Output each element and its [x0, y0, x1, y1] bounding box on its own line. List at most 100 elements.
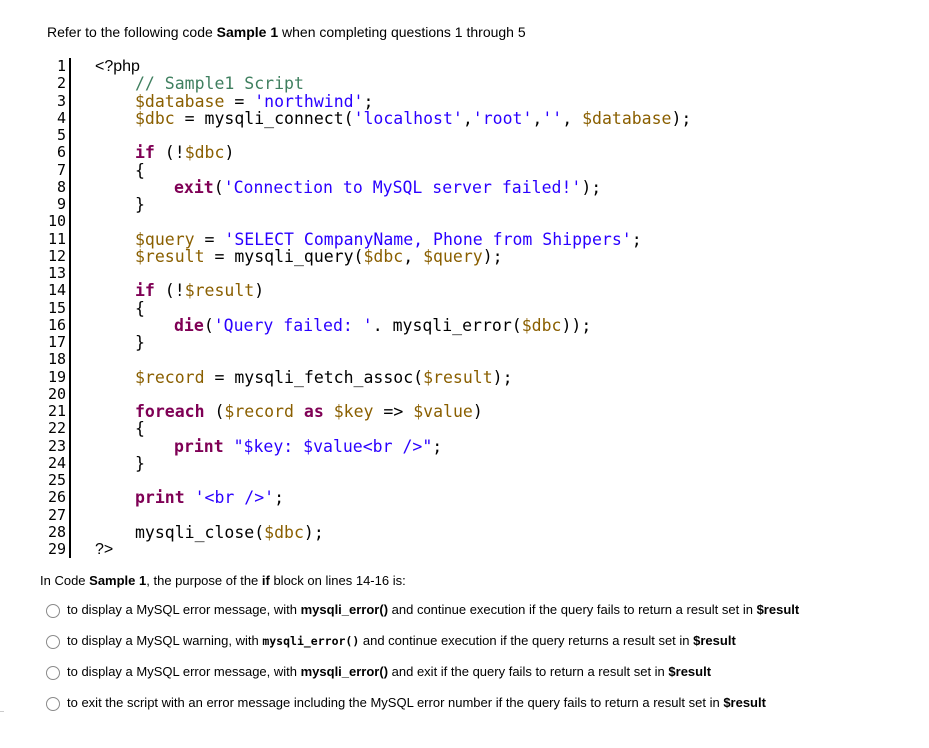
- line-number: 24: [47, 453, 66, 472]
- line-number: 5: [56, 126, 66, 144]
- line-number: 25: [47, 471, 66, 489]
- code-comment: // Sample1 Script: [135, 74, 304, 94]
- code-text: );: [671, 108, 692, 128]
- line-number: 9: [56, 195, 66, 213]
- code-var: $dbc: [521, 315, 562, 335]
- line-number: 22: [47, 419, 66, 438]
- line-number: 12: [47, 246, 66, 265]
- answer-option-2[interactable]: to display a MySQL warning, with mysqli_…: [46, 633, 799, 664]
- question-bold-2: if: [261, 573, 270, 588]
- answer-option-3[interactable]: to display a MySQL error message, with m…: [46, 664, 799, 695]
- radio-button[interactable]: [46, 666, 60, 680]
- code-var: $database: [582, 108, 672, 128]
- intro-post: when completing questions 1 through 5: [278, 24, 526, 40]
- code-text: = mysqli_fetch_assoc(: [204, 367, 424, 387]
- code-text: =>: [373, 402, 414, 421]
- option-bold: mysqli_error(): [300, 602, 389, 617]
- code-text: =: [194, 229, 225, 249]
- option-bold: $result: [693, 633, 736, 648]
- option-label: to display a MySQL error message, with m…: [67, 664, 711, 680]
- code-var: $query: [423, 246, 483, 266]
- line-number: 28: [47, 522, 66, 541]
- option-bold: $result: [723, 695, 766, 710]
- question-bold-1: Sample 1: [89, 573, 147, 588]
- code-var: $result: [423, 367, 493, 387]
- radio-button[interactable]: [46, 635, 60, 649]
- line-number: 8: [56, 177, 66, 196]
- code-var: $key: [333, 402, 374, 421]
- radio-button[interactable]: [46, 697, 60, 711]
- code-text: =: [224, 91, 255, 111]
- line-number: 13: [47, 264, 66, 282]
- line-number: 16: [47, 315, 66, 334]
- code-text: );: [492, 367, 513, 387]
- code-keyword: if: [135, 143, 155, 163]
- intro-bold: Sample 1: [216, 24, 279, 40]
- option-text: to display a MySQL error message, with: [67, 602, 301, 617]
- option-bold: $result: [668, 664, 712, 679]
- code-text: ?>: [95, 541, 114, 558]
- code-var: $result: [184, 281, 255, 301]
- option-text: to display a MySQL warning, with: [67, 633, 263, 648]
- radio-button[interactable]: [46, 604, 60, 618]
- line-number: 27: [47, 505, 66, 524]
- question-post: block on lines 14-16 is:: [269, 573, 406, 588]
- question-text: In Code Sample 1, the purpose of the if …: [40, 573, 406, 588]
- code-keyword: exit: [174, 177, 214, 197]
- code-keyword: if: [135, 281, 155, 301]
- code-keyword: die: [174, 315, 204, 335]
- code-text: ,: [562, 108, 583, 128]
- option-text: and continue execution if the query retu…: [359, 633, 694, 648]
- code-text: = mysqli_query(: [204, 246, 364, 266]
- code-text: ;: [432, 436, 443, 456]
- code-text: {: [135, 298, 145, 318]
- code-keyword: as: [293, 402, 334, 421]
- line-number: 26: [47, 488, 66, 507]
- line-number: 2: [56, 74, 66, 93]
- code-var: $database: [135, 91, 225, 111]
- line-number: 6: [56, 143, 66, 162]
- code-keyword: foreach: [135, 402, 205, 421]
- code-var: $dbc: [135, 108, 175, 128]
- question-mid: , the purpose of the: [146, 573, 262, 588]
- line-number: 18: [47, 350, 66, 369]
- line-number: 23: [47, 436, 66, 455]
- option-text: to display a MySQL error message, with: [67, 664, 301, 679]
- line-number: 15: [47, 298, 66, 317]
- answer-option-1[interactable]: to display a MySQL error message, with m…: [46, 602, 799, 633]
- code-text: );: [581, 177, 602, 197]
- code-string: 'localhost': [353, 108, 463, 128]
- code-text: ));: [561, 315, 592, 335]
- line-number: 11: [47, 229, 66, 248]
- line-number: 1: [56, 57, 66, 75]
- option-bold: mysqli_error(): [300, 664, 389, 679]
- code-string: 'SELECT CompanyName, Phone from Shippers…: [224, 229, 632, 249]
- code-text: );: [482, 246, 503, 266]
- question-pre: In Code: [40, 573, 90, 588]
- code-text: ,: [403, 246, 424, 266]
- code-string: 'northwind': [254, 91, 364, 111]
- code-text: ;: [631, 229, 642, 249]
- code-string: '<br />': [184, 488, 275, 508]
- answer-option-4[interactable]: to exit the script with an error message…: [46, 695, 799, 726]
- option-text: and continue execution if the query fail…: [388, 602, 757, 617]
- code-string: 'Connection to MySQL server failed!': [223, 177, 582, 197]
- code-text: {: [135, 160, 145, 180]
- code-text: ): [254, 281, 265, 301]
- code-var: $record: [224, 402, 294, 421]
- code-text: ,: [462, 108, 473, 128]
- code-string: 'root': [472, 108, 533, 128]
- code-keyword: print: [174, 436, 224, 456]
- left-edge-divider: [0, 711, 4, 712]
- line-number: 7: [56, 160, 66, 179]
- code-var: $record: [135, 367, 205, 387]
- code-keyword: print: [135, 488, 185, 508]
- intro-pre: Refer to the following code: [47, 24, 217, 40]
- code-string: '': [542, 108, 563, 128]
- option-label: to exit the script with an error message…: [67, 695, 766, 711]
- code-text: = mysqli_connect(: [174, 108, 354, 128]
- code-text: . mysqli_error(: [372, 315, 522, 335]
- code-var: $dbc: [184, 143, 225, 163]
- code-text: ;: [363, 91, 374, 111]
- code-text: (: [203, 315, 214, 335]
